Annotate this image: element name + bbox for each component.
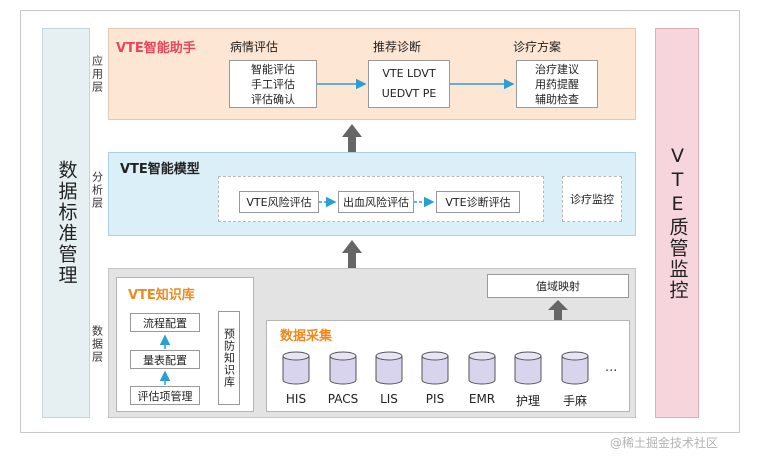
watermark: @稀土掘金技术社区: [610, 436, 719, 450]
source-label-nursing: 护理: [515, 394, 540, 408]
source-label-pis: PIS: [425, 392, 445, 406]
cylinder-emr-icon: [468, 351, 496, 385]
layer-label-data: 数据层: [90, 324, 104, 364]
layer-label-analysis: 分析层: [90, 170, 104, 210]
kb-process-config: 流程配置: [130, 313, 200, 332]
data-standard-management-label: 数据标准管理: [55, 160, 78, 286]
model-title: VTE智能模型: [120, 162, 200, 177]
vte-quality-monitor-label: VTE质管监控: [666, 145, 689, 301]
arrow-analysis-to-app: [342, 124, 362, 152]
vte-diagnosis-assessment-step: VTE诊断评估: [436, 191, 520, 213]
value-mapping-box: 值域映射: [487, 274, 629, 298]
source-label-his: HIS: [285, 392, 307, 406]
kb-scale-config: 量表配置: [130, 350, 200, 369]
source-label-lis: LIS: [380, 392, 398, 406]
treatment-box: 治疗建议 用药提醒 辅助检查: [516, 60, 598, 108]
data-standard-management-bar: 数据标准管理: [42, 28, 90, 418]
col-label-condition-assessment: 病情评估: [230, 40, 279, 54]
diagnosis-box: VTE LDVT UEDVT PE: [368, 60, 450, 108]
layer-label-app: 应用层: [90, 54, 104, 94]
bleeding-risk-assessment-step: 出血风险评估: [338, 191, 414, 213]
arrow-data-to-analysis: [342, 240, 362, 268]
arrow-collect-to-mapping: [548, 300, 568, 320]
cylinder-pis-icon: [421, 351, 449, 385]
app-title: VTE智能助手: [116, 41, 196, 56]
collect-title: 数据采集: [280, 329, 333, 344]
col-label-recommended-diagnosis: 推荐诊断: [373, 40, 422, 54]
cylinder-his-icon: [282, 351, 310, 385]
prevention-knowledge-base: 预防知识库: [218, 311, 240, 405]
vte-risk-assessment-step: VTE风险评估: [239, 191, 319, 213]
source-label-anesthesia: 手麻: [562, 394, 587, 408]
kb-title: VTE知识库: [128, 288, 195, 303]
vte-quality-monitor-bar: VTE质管监控: [655, 28, 699, 418]
assessment-box: 智能评估 手工评估 评估确认: [229, 60, 317, 108]
kb-item-management: 评估项管理: [130, 386, 200, 405]
cylinder-nursing-icon: [514, 351, 542, 385]
cylinder-anesthesia-icon: [561, 351, 589, 385]
source-label-pacs: PACS: [327, 392, 359, 406]
treatment-monitor-box: 诊疗监控: [562, 176, 622, 222]
more-sources-ellipsis: ...: [605, 360, 618, 375]
col-label-treatment-plan: 诊疗方案: [513, 40, 562, 54]
source-label-emr: EMR: [468, 392, 496, 406]
cylinder-pacs-icon: [329, 351, 357, 385]
cylinder-lis-icon: [375, 351, 403, 385]
